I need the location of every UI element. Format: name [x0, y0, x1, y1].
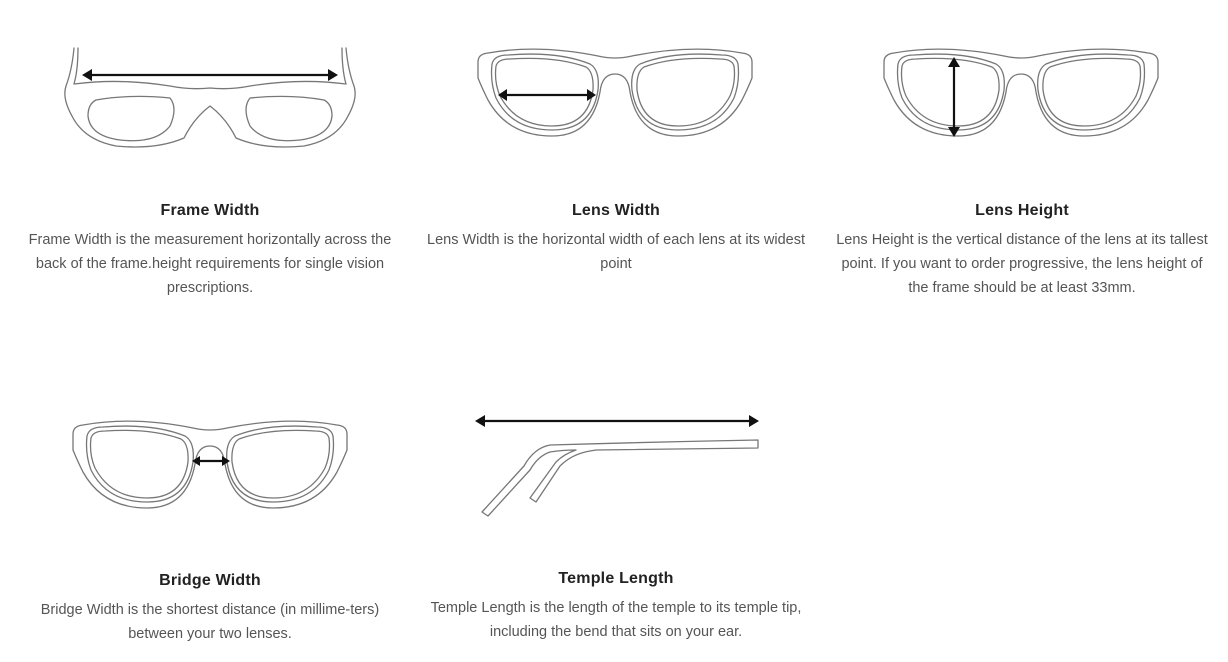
lens-width-icon [477, 48, 753, 137]
measurement-description: Lens Width is the horizontal width of ea… [427, 232, 805, 272]
measurement-title: Temple Length [558, 570, 674, 587]
measurement-temple-length: Temple Length Temple Length is the lengt… [426, 408, 806, 648]
measurement-lens-width: Lens Width Lens Width is the horizontal … [426, 40, 806, 310]
measurement-frame-width: Frame Width Frame Width is the measureme… [20, 40, 400, 310]
measurement-bridge-width: Bridge Width Bridge Width is the shortes… [20, 410, 400, 650]
measurement-description: Lens Height is the vertical distance of … [836, 232, 1208, 296]
measurement-title: Bridge Width [159, 572, 261, 589]
measurement-description: Frame Width is the measurement horizonta… [28, 232, 392, 296]
measurement-description: Bridge Width is the shortest distance (i… [40, 602, 380, 642]
bridge-width-icon [72, 420, 348, 509]
measurement-lens-height: Lens Height Lens Height is the vertical … [832, 40, 1212, 310]
measurement-title: Frame Width [160, 202, 260, 219]
measurement-title: Lens Height [975, 202, 1069, 219]
measurement-description: Temple Length is the length of the templ… [430, 600, 802, 640]
frame-width-icon [64, 47, 356, 148]
temple-length-icon [475, 415, 759, 517]
measurement-title: Lens Width [571, 202, 661, 219]
lens-height-icon [883, 48, 1159, 137]
